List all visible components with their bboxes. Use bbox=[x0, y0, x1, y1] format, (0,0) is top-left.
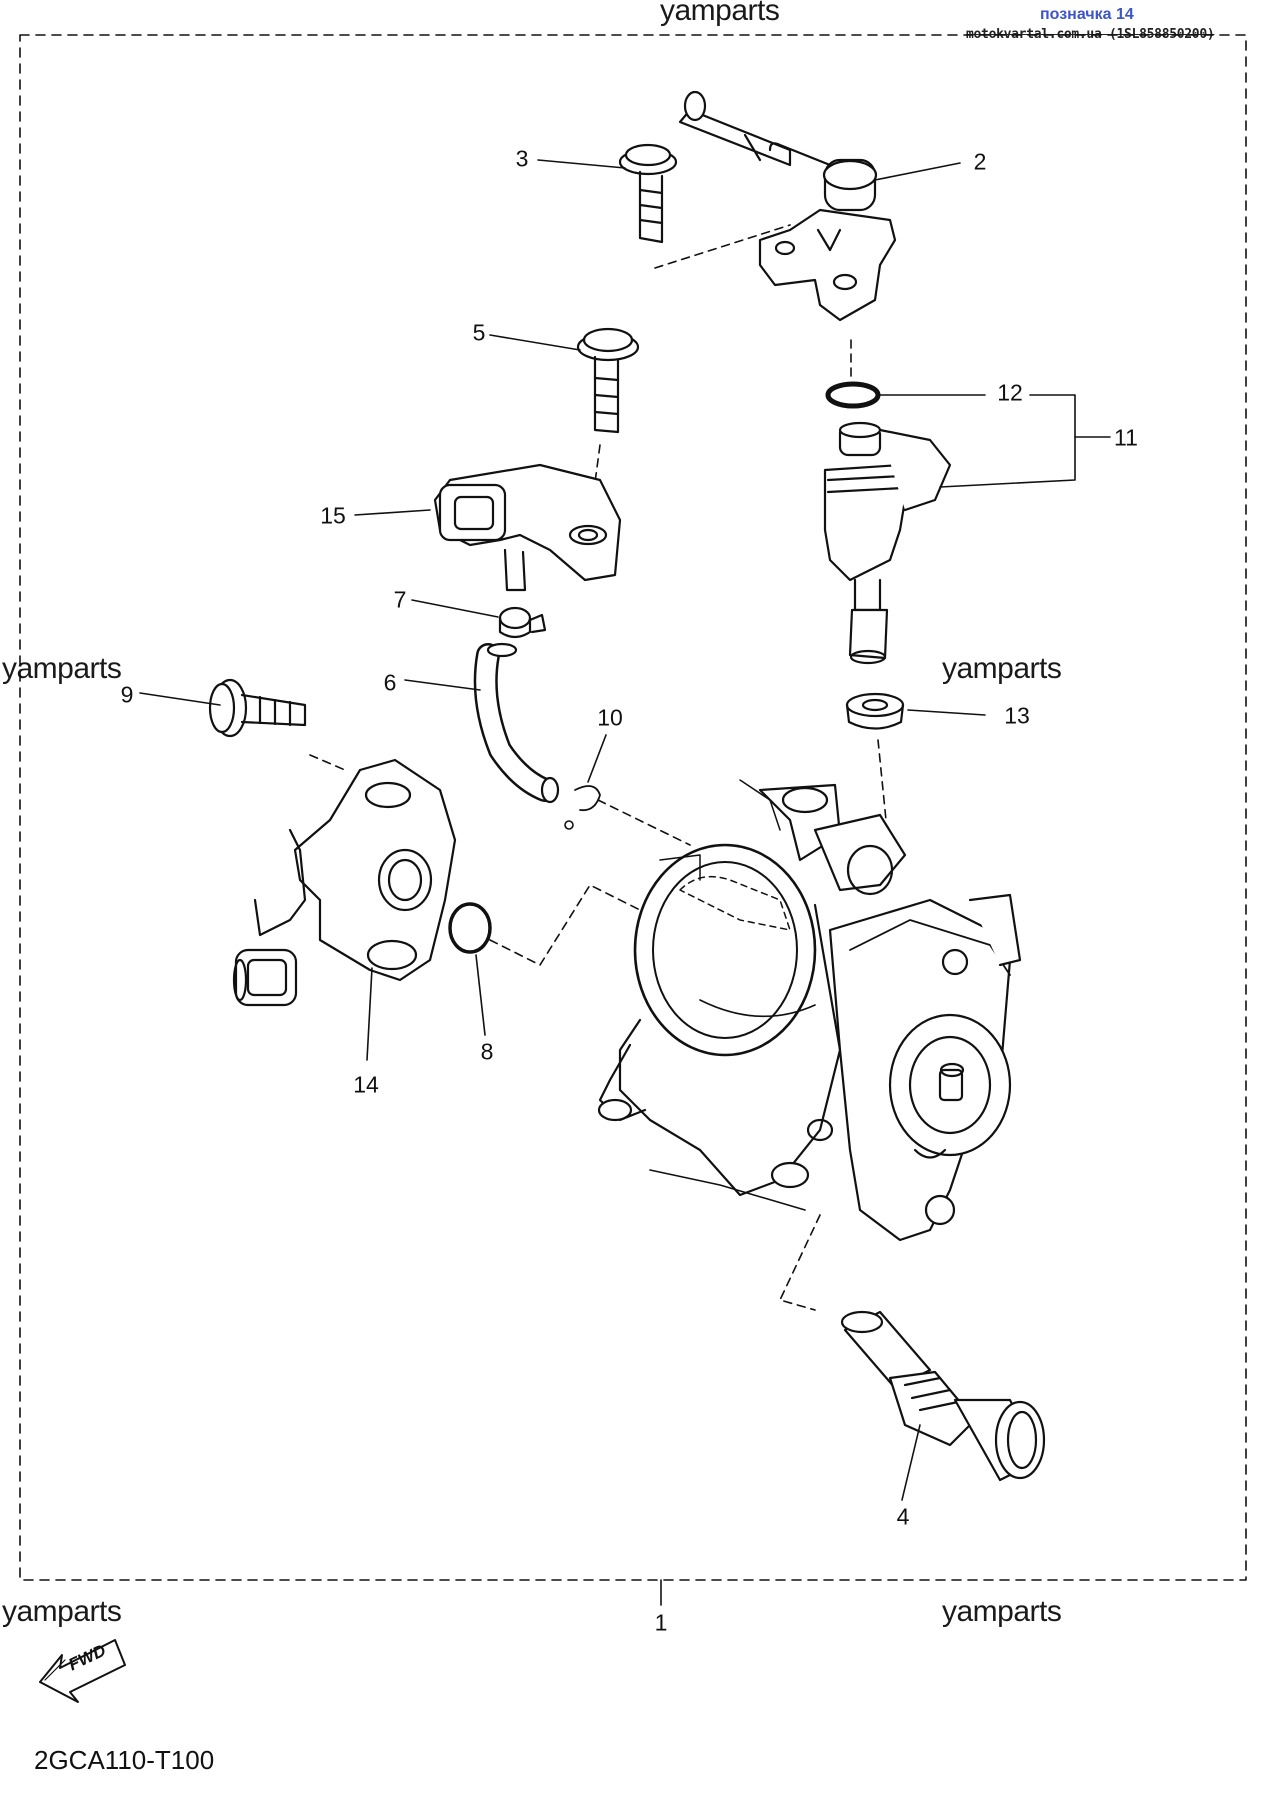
leader-lines bbox=[139, 159, 1111, 1501]
part-bolt-3 bbox=[618, 143, 791, 269]
part-pressure-sensor bbox=[433, 463, 622, 592]
part-throttle-body bbox=[597, 779, 1022, 1311]
callout-13: 13 bbox=[1004, 702, 1030, 729]
callout-9: 9 bbox=[120, 681, 134, 708]
part-bolt-5 bbox=[576, 327, 640, 506]
part-o-ring-12 bbox=[825, 381, 881, 409]
callout-5: 5 bbox=[472, 319, 486, 346]
callout-1: 1 bbox=[654, 1609, 668, 1636]
callout-11: 11 bbox=[1114, 424, 1138, 451]
part-injector bbox=[823, 421, 952, 665]
watermark-top: yamparts bbox=[660, 0, 780, 27]
watermark-right-mid: yamparts bbox=[942, 652, 1062, 685]
watermark-bottom-left: yamparts bbox=[2, 1595, 122, 1628]
part-seal-13 bbox=[845, 692, 905, 821]
watermark-left-mid: yamparts bbox=[2, 652, 122, 685]
callout-7: 7 bbox=[393, 586, 407, 613]
callout-8: 8 bbox=[480, 1038, 494, 1065]
part-circlip bbox=[564, 785, 691, 846]
source-label: motokvartal.com.ua (1SL858850200) bbox=[966, 27, 1215, 42]
callout-6: 6 bbox=[383, 669, 397, 696]
part-temperature-sensor bbox=[840, 1310, 1046, 1482]
callout-4: 4 bbox=[896, 1503, 910, 1530]
part-throttle-position-sensor bbox=[232, 758, 457, 1007]
part-clamp bbox=[498, 606, 547, 639]
callout-10: 10 bbox=[597, 704, 623, 731]
part-o-ring-8 bbox=[448, 902, 492, 954]
callout-15: 15 bbox=[320, 502, 346, 529]
assembly-frame bbox=[19, 34, 1247, 1581]
callout-3: 3 bbox=[515, 145, 529, 172]
part-bolt-9 bbox=[208, 678, 346, 771]
diagram-code: 2GCA110-T100 bbox=[34, 1745, 215, 1775]
callout-2: 2 bbox=[973, 148, 987, 175]
watermark-bottom-right: yamparts bbox=[942, 1595, 1062, 1628]
fwd-arrow-icon bbox=[39, 1639, 126, 1703]
part-injector-holder bbox=[678, 90, 897, 322]
part-hose bbox=[473, 642, 560, 804]
callout-12: 12 bbox=[997, 379, 1023, 406]
callout-14: 14 bbox=[353, 1071, 379, 1098]
reference-label: позначка 14 bbox=[1040, 6, 1134, 23]
